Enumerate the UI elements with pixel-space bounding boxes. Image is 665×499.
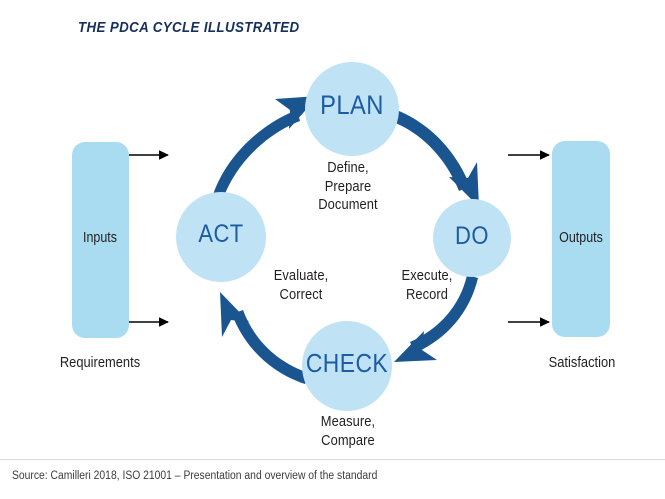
caption-check-line-2: Compare [321,431,375,449]
caption-act: Evaluate, Correct [254,267,349,304]
arrow-plan-to-do [388,108,479,207]
caption-act-line-1: Evaluate, [273,267,329,284]
node-label-act: ACT [198,220,244,248]
caption-plan-line-3: Document [318,196,378,213]
source-note: Source: Camilleri 2018, ISO 21001 – Pres… [12,470,378,482]
node-circle-plan[interactable] [305,62,399,156]
outputs-box-label: Outputs [559,230,603,246]
arrow-do-to-check [394,275,478,362]
footer-divider [0,459,665,460]
requirements-label: Requirements [59,354,141,371]
caption-plan-line-1: Define, [327,159,369,176]
node-label-check: CHECK [305,348,389,378]
node-circle-check[interactable] [302,321,392,411]
caption-check-line-1: Measure, [320,413,376,430]
node-circle-act[interactable] [176,192,266,282]
node-label-do: DO [455,222,489,250]
node-circle-do[interactable] [433,199,511,277]
outputs-box [552,141,610,337]
caption-check: Measure, Compare [300,413,396,450]
page-title: THE PDCA CYCLE ILLUSTRATED [78,20,300,36]
caption-do-line-2: Record [405,285,449,303]
node-label-plan: PLAN [320,90,384,120]
caption-do-line-1: Execute, [401,267,453,284]
caption-plan: Define, Prepare Document [296,159,399,215]
satisfaction-label: Satisfaction [548,354,616,371]
inputs-box [72,142,129,338]
inputs-box-label: Inputs [83,230,117,246]
caption-act-line-2: Correct [279,285,323,303]
caption-plan-line-2: Prepare [324,177,372,195]
caption-do: Execute, Record [380,267,475,304]
arrow-check-to-act [220,292,309,384]
